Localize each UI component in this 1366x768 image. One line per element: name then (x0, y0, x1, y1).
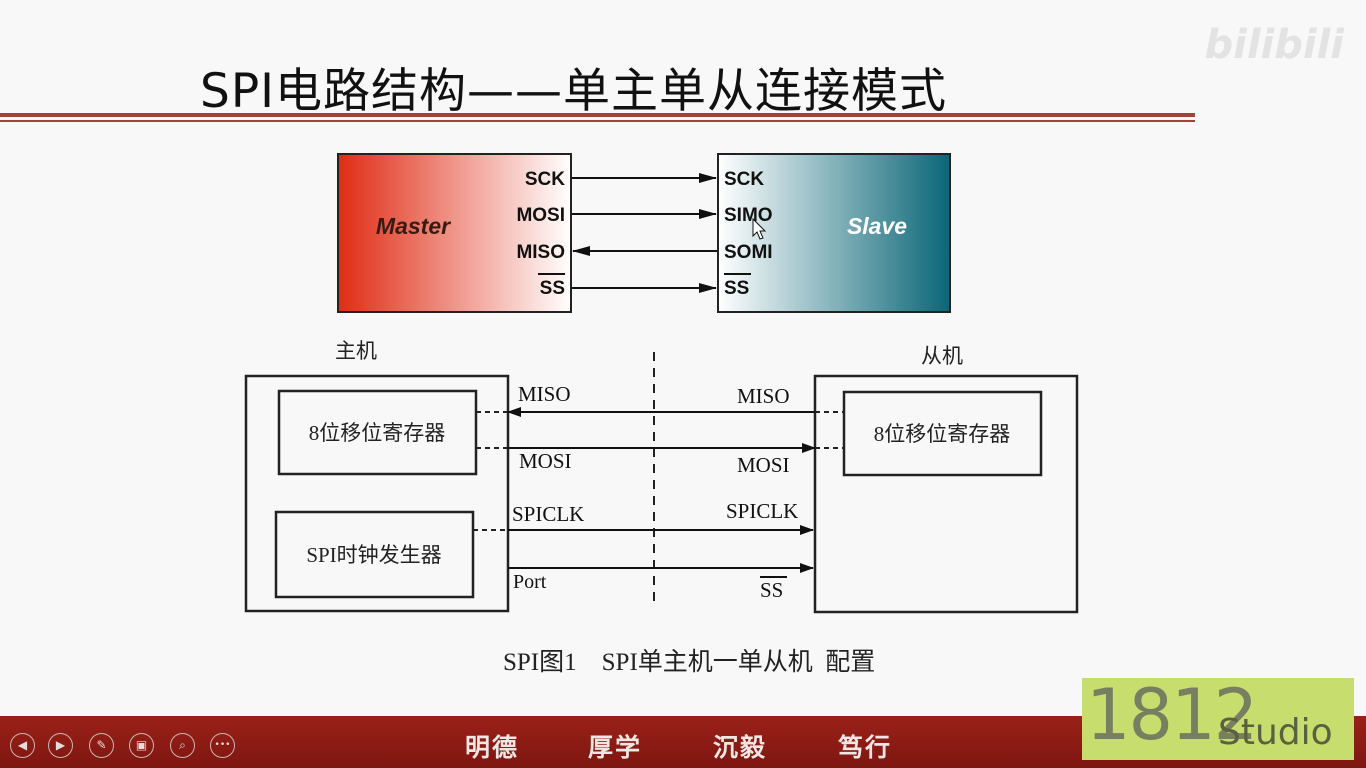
master-block (337, 153, 572, 313)
slide-title: SPI电路结构——单主单从连接模式 (200, 64, 948, 119)
spiclk-left-label: SPICLK (512, 502, 584, 526)
next-icon[interactable]: ▶ (48, 733, 73, 758)
port-label: Port (513, 571, 547, 593)
more-icon[interactable]: ••• (210, 733, 235, 758)
slides-icon[interactable]: ▣ (129, 733, 154, 758)
master-label: Master (376, 213, 451, 239)
mosi-left-label: MOSI (519, 449, 572, 473)
miso-left-label: MISO (518, 382, 571, 406)
master-shift-register-box (277, 389, 478, 476)
studio-badge (1082, 678, 1354, 760)
title-rule-top (0, 113, 1195, 117)
figure-caption: SPI图1 SPI单主机一单从机 配置 (503, 648, 875, 676)
master-pin-ss: SS (540, 278, 565, 299)
prev-icon[interactable]: ◀ (10, 733, 35, 758)
motto-2: 厚学 (588, 733, 643, 762)
mouse-cursor (752, 217, 767, 240)
slave-label: Slave (847, 213, 907, 239)
miso-right-label: MISO (737, 384, 790, 408)
master-shift-register-label: 8位移位寄存器 (309, 421, 446, 445)
slave-shift-register-box (842, 390, 1043, 477)
slave-pin-somi: SOMI (724, 242, 773, 263)
ss-right-label: SS (760, 578, 783, 602)
slave-pin-ss: SS (724, 278, 749, 299)
motto-1: 明德 (465, 733, 520, 762)
spiclk-right-label: SPICLK (726, 499, 798, 523)
motto-4: 笃行 (838, 733, 893, 762)
clock-generator-box (274, 510, 475, 599)
studio-word: Studio (1218, 712, 1333, 753)
slave-frame (813, 374, 1079, 614)
host-label: 主机 (335, 339, 377, 363)
master-pin-miso: MISO (516, 242, 565, 263)
slave-pin-sck: SCK (724, 169, 764, 190)
slave-shift-register-label: 8位移位寄存器 (874, 422, 1011, 446)
zoom-icon[interactable]: ⌕ (170, 733, 195, 758)
mosi-right-label: MOSI (737, 453, 790, 477)
master-pin-mosi: MOSI (516, 205, 565, 226)
slave-pin-simo: SIMO (724, 205, 773, 226)
title-rule-bottom (0, 120, 1195, 122)
host-frame (244, 374, 510, 613)
motto-3: 沉毅 (713, 733, 768, 762)
studio-number: 1812 (1086, 674, 1258, 756)
slave-host-label: 从机 (921, 344, 963, 368)
pen-icon[interactable]: ✎ (89, 733, 114, 758)
clock-generator-label: SPI时钟发生器 (306, 543, 441, 567)
master-pin-sck: SCK (525, 169, 565, 190)
bilibili-watermark: bilibili (1204, 22, 1344, 68)
